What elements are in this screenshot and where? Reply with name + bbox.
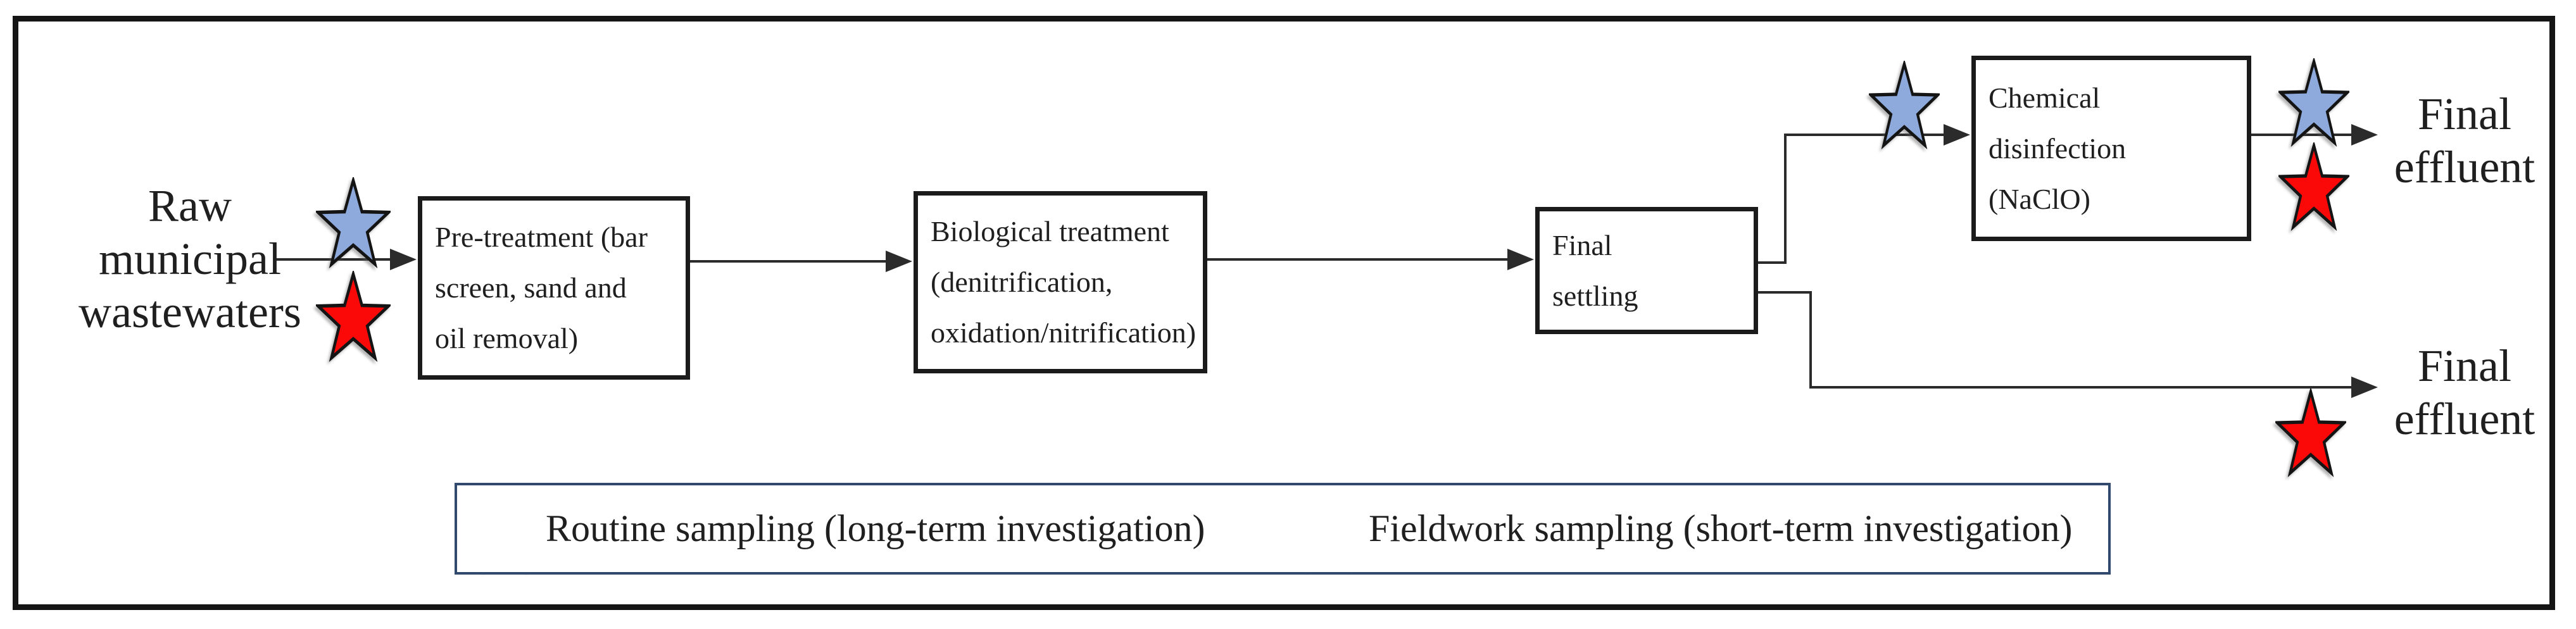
label-line: Raw [148,180,232,231]
label-line: Final [2417,340,2511,391]
node-label-line: Final [1552,228,1612,261]
arrowhead-icon [1507,249,1534,270]
red-star-icon [2280,146,2347,227]
blue-star-icon [2280,61,2347,143]
node-label-line: settling [1552,279,1638,312]
label-line: effluent [2394,394,2535,444]
node-label-line: disinfection [1989,132,2127,165]
label-line: wastewaters [79,287,301,337]
label-line: Final [2417,89,2511,139]
node-label-line: (denitrification, [931,266,1113,298]
arrowhead-icon [2351,377,2378,398]
node-pretreatment: Pre-treatment (bar screen, sand and oil … [418,196,690,380]
node-label-line: oxidation/nitrification) [931,316,1197,349]
connector-settling-to-effluent [1758,291,2351,389]
node-label-line: oil removal) [435,322,579,354]
legend-label-fieldwork-sampling: Fieldwork sampling (short-term investiga… [1369,508,2073,549]
node-label-line: screen, sand and [435,271,627,304]
legend-box [455,483,2111,575]
label-line: municipal [99,234,281,284]
arrowhead-icon [390,249,417,270]
label-raw-municipal-wastewaters: Raw municipal wastewaters [44,179,336,339]
arrowhead-icon [1944,124,1970,146]
legend-label-routine-sampling: Routine sampling (long-term investigatio… [546,508,1205,549]
connector-settling-to-disinfection [1758,134,1944,264]
node-label-line: (NaClO) [1989,182,2090,215]
node-final-settling: Final settling [1535,207,1758,334]
red-star-icon [2277,392,2344,473]
node-label-line: Chemical [1989,81,2101,114]
node-label-line: Biological treatment [931,215,1169,247]
label-line: effluent [2394,142,2535,192]
arrowhead-icon [2351,124,2378,146]
arrowhead-icon [886,251,912,272]
node-label-line: Pre-treatment (bar [435,221,648,253]
node-chemical-disinfection: Chemical disinfection (NaClO) [1971,56,2251,241]
label-final-effluent-top: Final effluent [2354,87,2575,194]
blue-star-icon [1871,64,1937,146]
node-biological-treatment: Biological treatment (denitrification, o… [914,191,1207,373]
figure-border [13,16,2555,610]
label-final-effluent-bottom: Final effluent [2354,339,2575,445]
